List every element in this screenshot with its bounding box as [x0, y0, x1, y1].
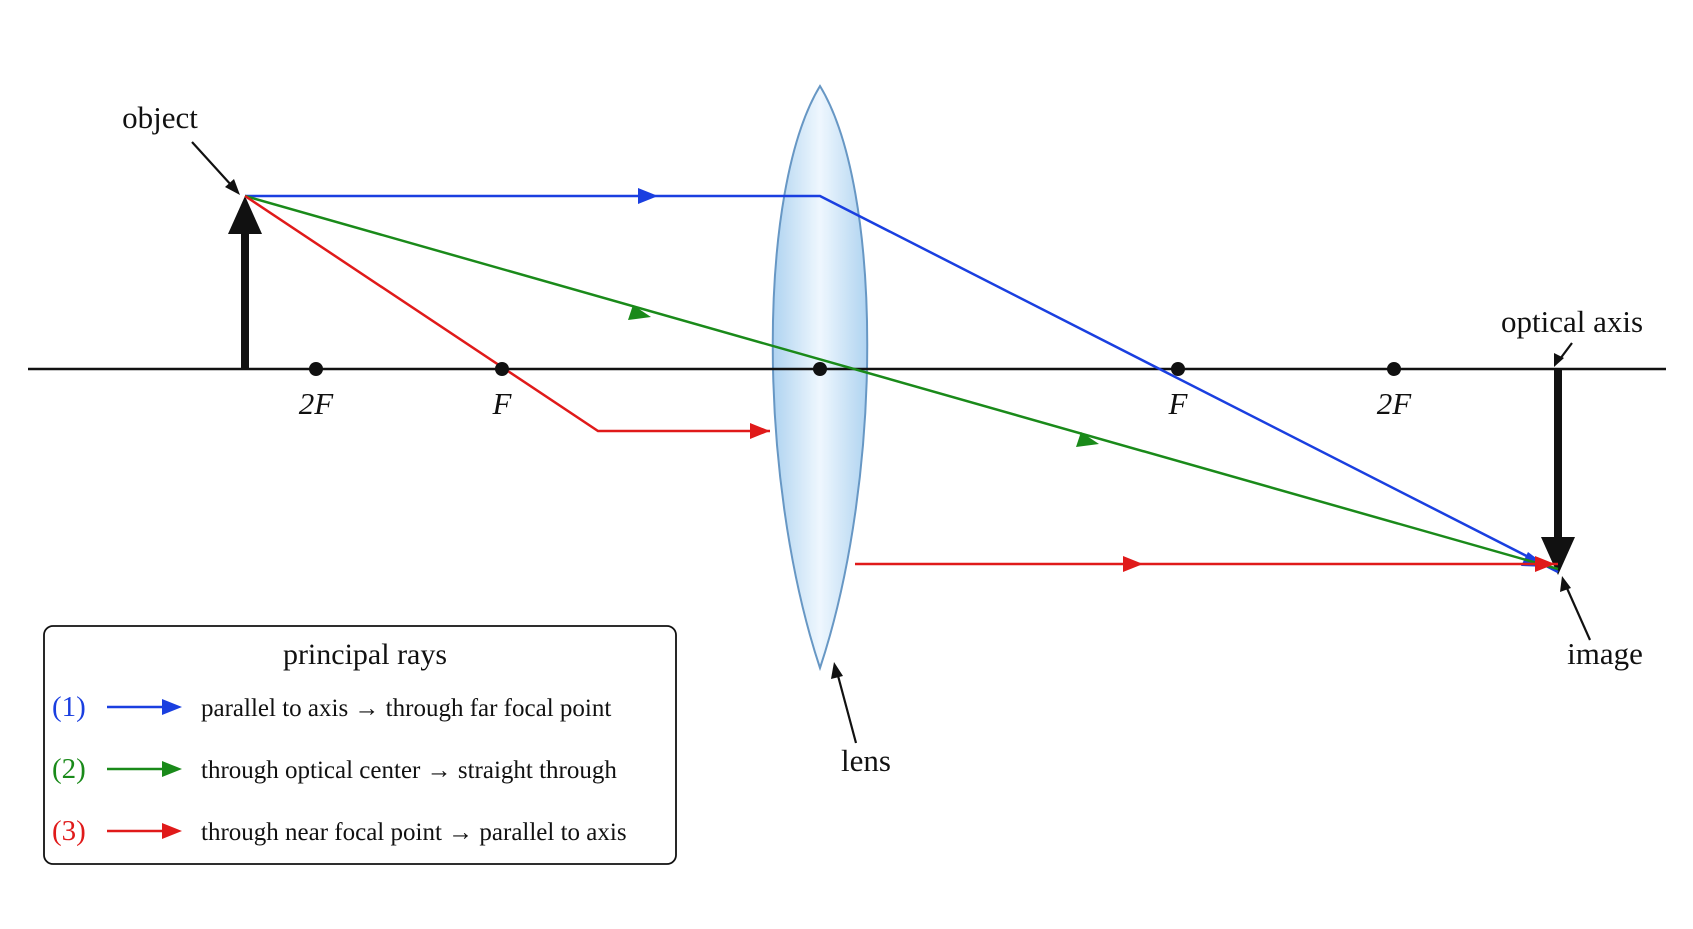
legend-item-1: (1) parallel to axis → through far focal… — [52, 691, 611, 723]
optical-axis-label: optical axis — [1501, 304, 1643, 339]
legend-title: principal rays — [283, 638, 447, 671]
ray-3-focal — [244, 194, 1558, 572]
object-label: object — [122, 100, 198, 135]
legend-box — [43, 625, 677, 865]
image-label: image — [1567, 636, 1643, 671]
legend-item-2: (2) through optical center → straight th… — [52, 753, 617, 785]
focal-label-f-left: F — [492, 386, 513, 421]
convex-lens — [771, 84, 869, 672]
ray-1-parallel — [245, 188, 1559, 574]
focal-point-2f-left — [309, 362, 323, 376]
legend-text-2: through optical center → straight throug… — [201, 757, 617, 784]
focal-point-f-right — [1171, 362, 1185, 376]
legend-text-3: through near focal point → parallel to a… — [201, 819, 627, 846]
legend-text-1: parallel to axis → through far focal poi… — [201, 695, 611, 722]
legend-number-3: (3) — [52, 815, 86, 847]
optical-center-point — [813, 362, 827, 376]
focal-label-2f-left: 2F — [299, 386, 335, 421]
focal-point-2f-right — [1387, 362, 1401, 376]
lens-label: lens — [841, 743, 891, 778]
object-pointer-arrow — [191, 141, 240, 195]
lens-pointer-arrow — [831, 662, 858, 744]
image-pointer-arrow — [1560, 576, 1592, 641]
image-arrow — [1541, 369, 1575, 575]
focal-label-f-right: F — [1168, 386, 1189, 421]
legend: principal rays (1) parallel to axis → th… — [43, 625, 677, 865]
focal-label-2f-right: 2F — [1377, 386, 1413, 421]
object-arrow — [228, 196, 262, 369]
optical-axis-pointer-arrow — [1554, 342, 1573, 367]
legend-number-2: (2) — [52, 753, 86, 785]
legend-item-3: (3) through near focal point → parallel … — [52, 815, 627, 847]
focal-point-f-left — [495, 362, 509, 376]
legend-number-1: (1) — [52, 691, 86, 723]
ray-2-center — [244, 194, 1559, 571]
